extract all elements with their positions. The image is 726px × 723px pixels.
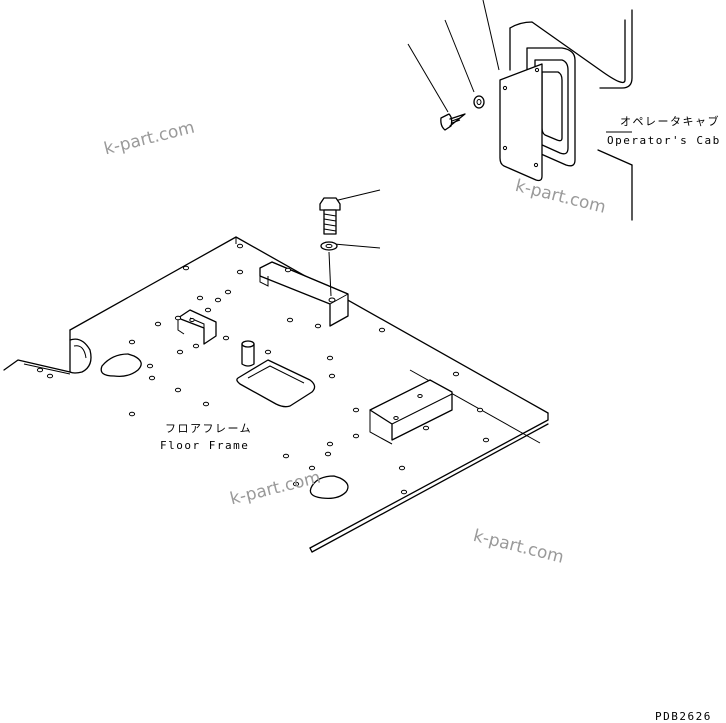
mounting-hole [236, 269, 244, 275]
floor-bracket-left [177, 309, 217, 345]
mounting-hole [324, 451, 332, 457]
mounting-hole [214, 297, 222, 303]
drawing-number: PDB2626 [655, 710, 712, 723]
bracket-fasteners [319, 189, 381, 297]
mounting-hole [326, 441, 334, 447]
mounting-hole [314, 323, 322, 329]
mounting-hole [400, 489, 408, 495]
mounting-hole [352, 407, 360, 413]
mounting-hole [202, 401, 210, 407]
mounting-hole [196, 295, 204, 301]
cover-plate [499, 63, 543, 182]
mounting-hole [236, 243, 244, 249]
mounting-hole [284, 267, 292, 273]
mounting-hole [146, 363, 154, 369]
mounting-hole [192, 343, 200, 349]
floor-holes [36, 243, 490, 495]
floor-frame [3, 236, 549, 553]
mounting-hole [174, 387, 182, 393]
floor-stud [241, 340, 255, 367]
mounting-hole [482, 437, 490, 443]
mounting-hole [422, 425, 430, 431]
floor-bracket-right [369, 379, 453, 445]
operator-cab-label-jp: オペレータキャブ [620, 115, 720, 128]
floor-openings [100, 353, 349, 500]
cover-fasteners [407, 0, 500, 131]
mounting-hole [452, 371, 460, 377]
mounting-hole [282, 453, 290, 459]
mounting-hole [176, 349, 184, 355]
mounting-hole [154, 321, 162, 327]
mounting-hole [128, 411, 136, 417]
mounting-hole [352, 433, 360, 439]
mounting-hole [286, 317, 294, 323]
floor-frame-label-en: Floor Frame [160, 439, 250, 452]
mounting-hole [182, 265, 190, 271]
floor-frame-label-jp: フロアフレーム [165, 422, 253, 435]
mounting-hole [378, 327, 386, 333]
mounting-hole [174, 315, 182, 321]
mounting-hole [36, 367, 44, 373]
mounting-hole [326, 355, 334, 361]
mounting-hole [476, 407, 484, 413]
mounting-hole [222, 335, 230, 341]
operator-cab-label-en: Operator's Cab [607, 134, 721, 147]
mounting-hole [264, 349, 272, 355]
mounting-hole [148, 375, 156, 381]
mounting-hole [308, 465, 316, 471]
floor-bracket-center [259, 261, 349, 327]
mounting-hole [328, 373, 336, 379]
mounting-hole [204, 307, 212, 313]
mounting-hole [128, 339, 136, 345]
mounting-hole [292, 481, 300, 487]
mounting-hole [224, 289, 232, 295]
operator-cab [509, 9, 633, 221]
mounting-hole [46, 373, 54, 379]
mounting-hole [398, 465, 406, 471]
